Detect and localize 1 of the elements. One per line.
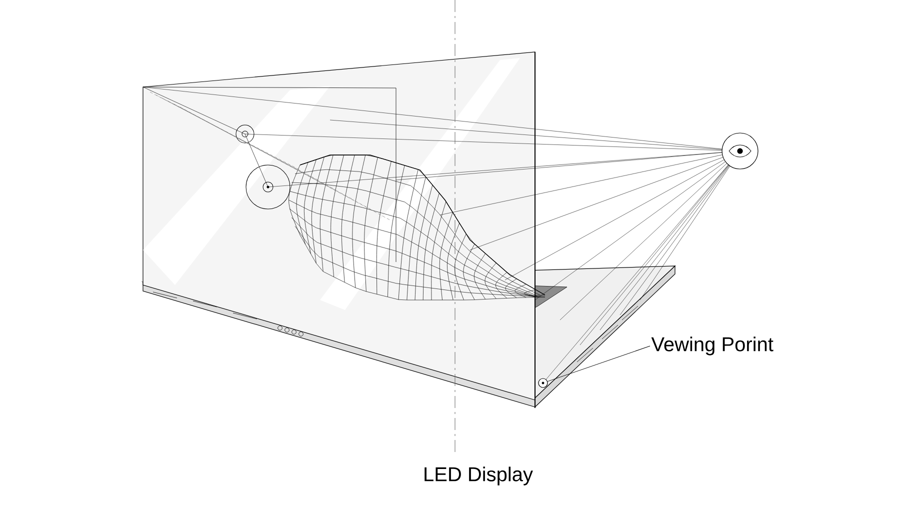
caption-label: LED Display [424,466,533,486]
